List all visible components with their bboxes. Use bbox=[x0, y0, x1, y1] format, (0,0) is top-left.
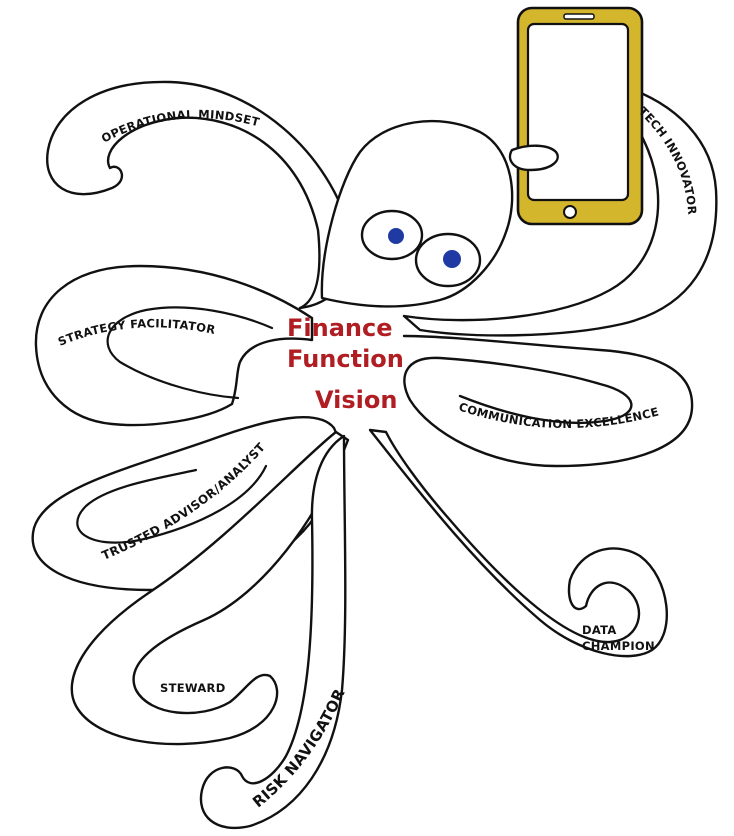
right-pupil bbox=[443, 250, 461, 268]
tentacle-hand bbox=[508, 144, 559, 172]
label-steward: STEWARD bbox=[160, 681, 226, 695]
label-champion: CHAMPION bbox=[582, 639, 655, 653]
tentacle-strategy-facilitator bbox=[34, 264, 314, 427]
title-line-3: Vision bbox=[315, 386, 397, 414]
tentacle-data-champion bbox=[368, 428, 669, 658]
tentacle-operational-mindset bbox=[45, 80, 354, 310]
tentacle-risk-navigator bbox=[199, 434, 347, 830]
label-data: DATA bbox=[582, 623, 617, 637]
title-line-2: Function bbox=[287, 345, 404, 373]
title-line-1: Finance bbox=[287, 314, 393, 342]
tentacle-steward bbox=[70, 430, 350, 746]
left-pupil bbox=[388, 228, 404, 244]
tentacle-strategy-inner bbox=[106, 306, 274, 400]
octopus-eyes bbox=[360, 209, 482, 288]
tentacle-communication-excellence bbox=[402, 334, 694, 468]
tentacle-trusted-inner bbox=[76, 464, 268, 544]
octopus-head bbox=[320, 119, 514, 308]
smartphone-icon bbox=[516, 6, 644, 226]
